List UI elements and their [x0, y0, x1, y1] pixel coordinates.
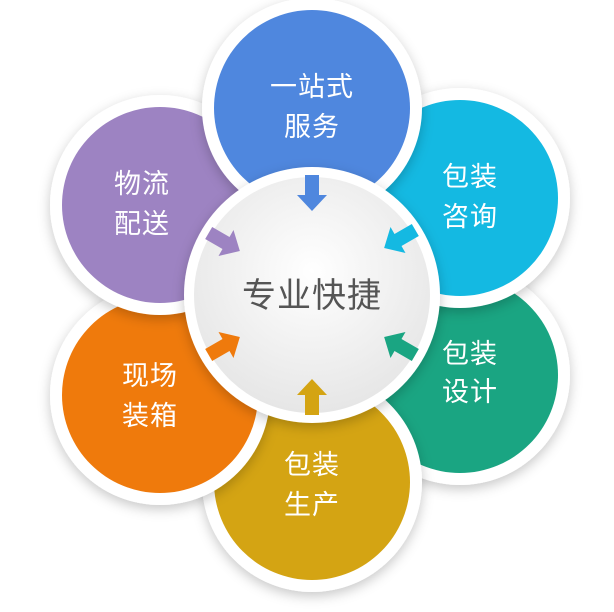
- petal-label-line1: 现场: [122, 361, 178, 392]
- arrow-from-packaging-production: [297, 379, 327, 415]
- arrow-from-one-stop-service: [297, 175, 327, 211]
- petal-label-line2: 生产: [284, 490, 340, 521]
- arrow-from-packaging-consulting: [384, 223, 419, 253]
- arrow-from-logistics-delivery: [205, 226, 240, 256]
- petal-label-line1: 包装: [284, 450, 340, 481]
- petal-label-line2: 咨询: [442, 202, 498, 233]
- petal-label-line1: 包装: [442, 162, 498, 193]
- petal-label-line1: 一站式: [270, 72, 354, 103]
- petal-label-line2: 装箱: [122, 401, 178, 432]
- petal-label-line1: 包装: [442, 339, 498, 370]
- petal-label-line2: 配送: [114, 209, 170, 240]
- petal-label-line1: 物流: [114, 169, 170, 200]
- petal-label-line2: 服务: [284, 112, 340, 143]
- petal-one-stop-service: 一站式 服务: [202, 0, 422, 218]
- petal-label-line2: 设计: [442, 377, 498, 408]
- center-label: 专业快捷: [242, 276, 382, 316]
- arrow-from-onsite-boxing: [205, 332, 240, 362]
- arrow-from-packaging-design: [384, 332, 419, 362]
- center-hub: 专业快捷: [184, 167, 440, 423]
